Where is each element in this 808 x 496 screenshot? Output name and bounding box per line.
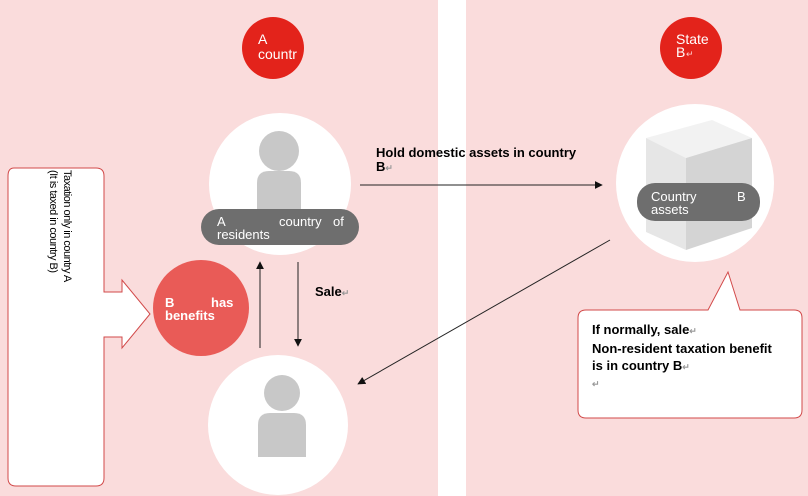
resident-pill-w1: A [217,214,226,229]
right-callout-line3: is in country B [592,358,683,373]
assets-pill-w1: Country [651,189,697,204]
benefit-circle: B has benefits [153,260,249,356]
right-callout-line2: Non-resident taxation benefit [592,341,772,356]
left-callout-line2: (It is taxed in country B) [47,170,59,273]
benefit-line2: benefits [165,308,215,323]
hold-assets-line1: Hold domestic assets in country [376,145,577,160]
sale-return: ↵ [341,288,350,298]
resident-pill-line2: residents [217,227,270,242]
hold-assets-return: ↵ [385,163,393,173]
right-return-4: ↵ [592,379,600,389]
hold-assets-line2: B [376,159,386,174]
resident-pill-w3: of [333,214,344,229]
state-b-badge: State B ↵ [660,17,722,79]
country-a-label-line2: countr [258,46,297,62]
right-callout-text: If normally, sale↵ Non-resident taxation… [592,321,772,393]
sale-label: Sale↵ [315,284,349,299]
resident-person-icon [257,131,301,211]
left-callout-shape [7,167,151,487]
state-b-label-line1: State [676,31,709,47]
right-return-1: ↵ [689,326,697,336]
country-a-badge: A countr [242,17,304,79]
assets-pill-line2: assets [651,202,689,217]
right-callout-shape [577,270,803,419]
right-callout-line1: If normally, sale [592,322,690,337]
left-callout-text: Taxation only in country A (It is taxed … [30,170,74,470]
assets-pill: Country B assets [637,183,760,221]
state-b-return-mark: ↵ [686,49,694,59]
buyer-person-icon [258,375,306,457]
sale-text: Sale [315,284,342,299]
assets-pill-w2: B [737,189,746,204]
benefit-w2: has [211,295,234,310]
benefit-w1: B [165,295,175,310]
right-return-3: ↵ [682,362,690,372]
transfer-arrow [357,239,611,385]
hold-assets-label: Hold domestic assets in country B↵ [376,146,576,175]
resident-pill: A country of residents [201,209,359,245]
country-a-label-line1: A [258,31,268,47]
resident-pill-w2: country [279,214,322,229]
state-b-label-line2: B [676,44,686,60]
left-callout-line1: Taxation only in country A [61,170,73,282]
